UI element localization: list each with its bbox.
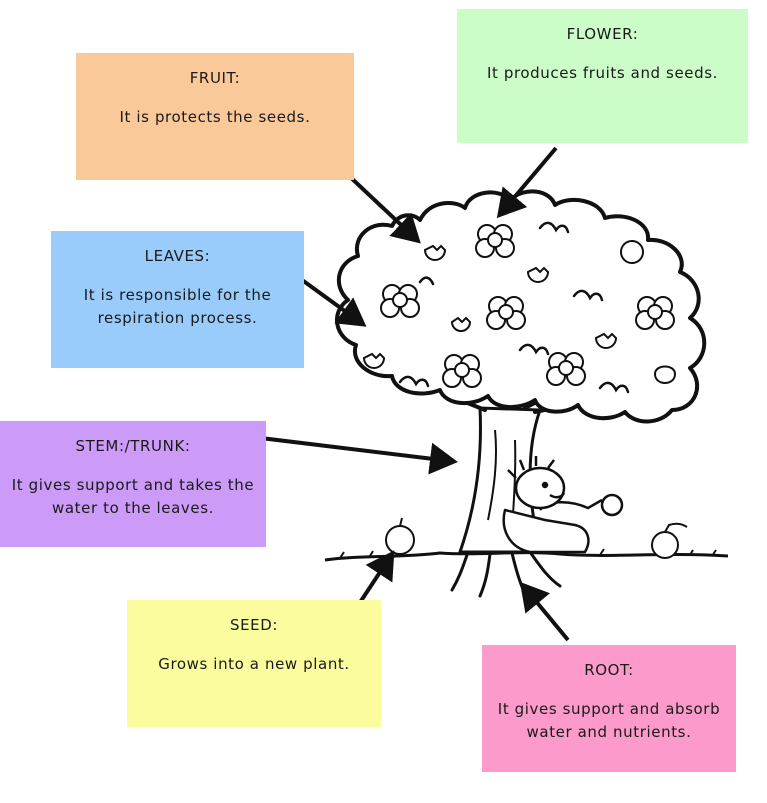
flower-description: It produces fruits and seeds.: [486, 64, 719, 82]
fruit-title: FRUIT:: [189, 69, 241, 87]
fruit-label-box: FRUIT: It is protects the seeds.: [76, 53, 354, 180]
stem-title: STEM:/TRUNK:: [75, 437, 191, 455]
ground-apple-icons: [385, 517, 688, 559]
seed-description: Grows into a new plant.: [158, 655, 350, 673]
root-title: ROOT:: [584, 661, 634, 679]
leaf-squiggles: [398, 221, 630, 394]
seed-label-box: SEED: Grows into a new plant.: [127, 600, 381, 727]
leaves-label-box: LEAVES: It is responsible for the respir…: [51, 231, 304, 368]
stem-label-box: STEM:/TRUNK: It gives support and takes …: [0, 421, 266, 547]
flower-title: FLOWER:: [566, 25, 639, 43]
flower-icons: [380, 224, 675, 388]
leaves-description: It is responsible for the respiration pr…: [83, 286, 272, 327]
root-description: It gives support and absorb water and nu…: [497, 700, 721, 741]
root-lines: [450, 550, 562, 598]
apple-icons: [362, 240, 677, 384]
flower-label-box: FLOWER: It produces fruits and seeds.: [457, 9, 748, 143]
arrow-flower: [496, 146, 558, 219]
arrow-root: [519, 581, 570, 642]
fruit-description: It is protects the seeds.: [119, 108, 311, 126]
root-label-box: ROOT: It gives support and absorb water …: [482, 645, 736, 772]
boy-icon: [502, 456, 624, 554]
stem-description: It gives support and takes the water to …: [11, 476, 255, 517]
leaves-title: LEAVES:: [144, 247, 211, 265]
seed-title: SEED:: [229, 616, 279, 634]
